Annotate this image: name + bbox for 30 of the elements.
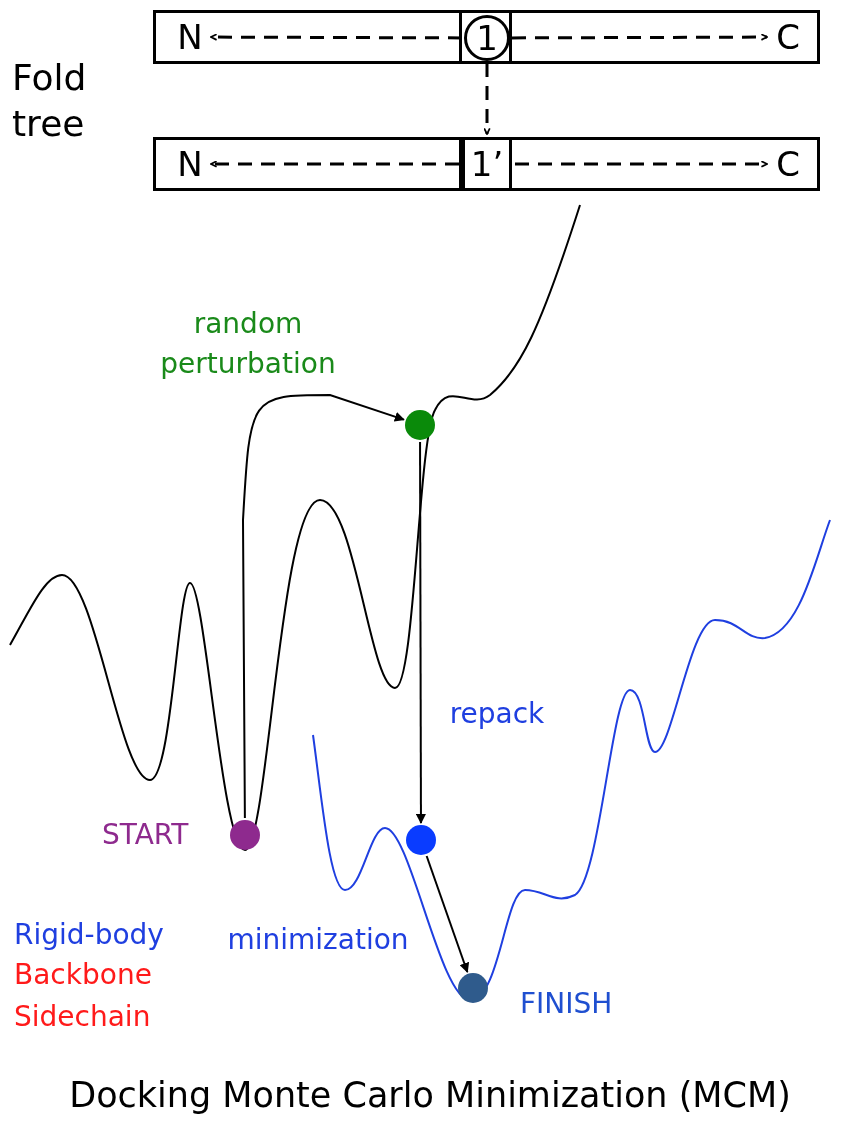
terminus-label: N [172,141,208,187]
fold-tree-bar [153,10,820,64]
arrow [425,855,470,973]
axis-title: Fold tree [12,56,88,146]
arrow [242,394,405,819]
arrow [483,63,491,135]
key-label: Sidechain [14,1000,151,1033]
terminus-label: N [172,14,208,60]
terminus-label: C [770,14,806,60]
state-label: FINISH [520,987,613,1020]
arrow [515,160,768,168]
arrow [415,441,426,824]
jump-point-cell: 1’ [462,137,512,191]
arrow [210,33,462,41]
caption: Docking Monte Carlo Minimization (MCM) [68,1075,792,1115]
arrow [210,160,459,168]
edge-label: repack [448,696,546,732]
jump-point-circle: 1 [464,15,510,61]
state-dot [405,410,435,440]
state-dot [458,973,488,1003]
arrow [512,33,768,41]
edge-label: minimization [226,922,410,958]
state-label: START [102,818,189,851]
key-label: Rigid-body [14,918,164,951]
key-label: Backbone [14,958,152,991]
state-dot [230,820,260,850]
fold-tree-bar [153,137,820,191]
edge-label: random perturbation [159,306,337,382]
state-dot [406,825,436,855]
terminus-label: C [770,141,806,187]
